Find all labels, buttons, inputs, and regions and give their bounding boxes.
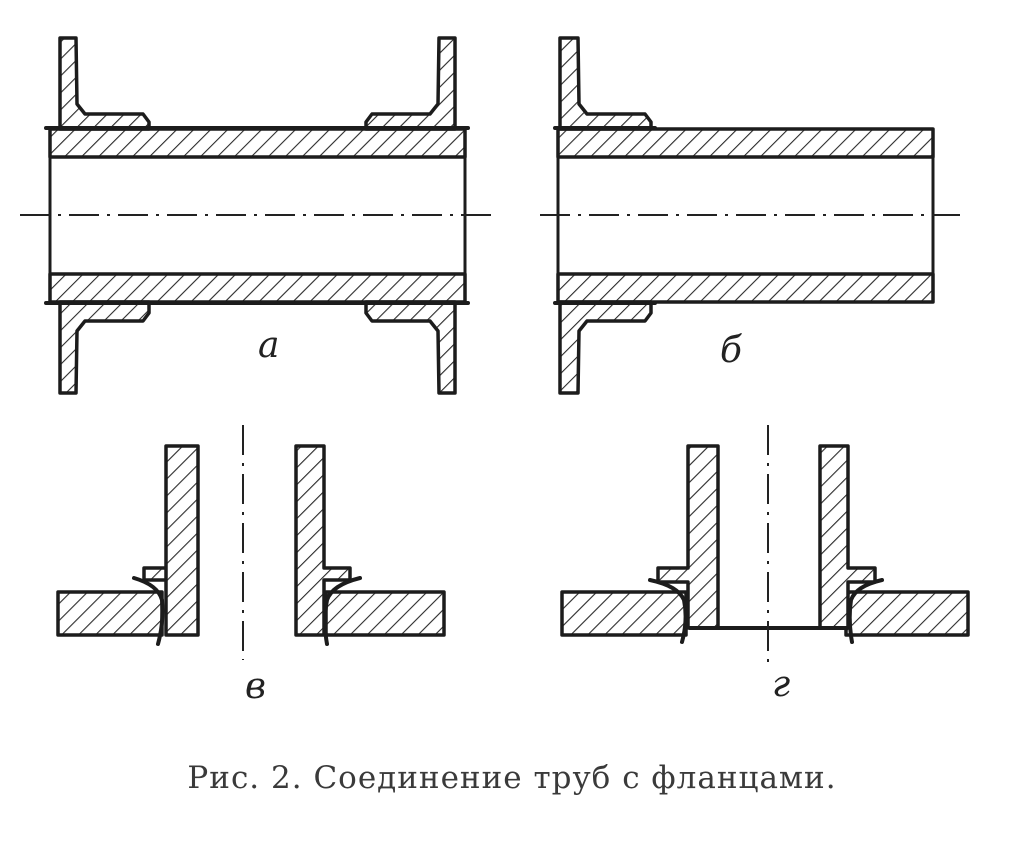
view-g-weld-right: [847, 578, 884, 644]
view-v-plate-left: [56, 590, 164, 637]
view-a-flange-left-top: [58, 36, 151, 131]
view-g-pipe-wall-left: [656, 444, 720, 630]
view-b: б: [540, 36, 960, 395]
view-g-weld-left: [648, 578, 688, 644]
view-a-flange-left-bottom: [58, 300, 151, 395]
view-a-label: а: [258, 325, 279, 366]
view-a-pipe-wall-bottom: [48, 272, 467, 304]
view-v-pipe-wall-left: [142, 444, 200, 637]
view-g-plate-left: [560, 590, 688, 637]
view-a-flange-right-top: [364, 36, 457, 131]
view-v-weld-right: [323, 576, 362, 646]
view-b-flange-top: [558, 36, 653, 131]
view-g-label: г: [772, 664, 790, 705]
view-b-flange-bottom: [558, 300, 653, 395]
view-g: г: [560, 425, 970, 705]
view-v-weld-left: [132, 576, 165, 646]
view-a-pipe-wall-top: [48, 127, 467, 159]
view-b-label: б: [720, 330, 743, 371]
view-v-plate-right: [324, 590, 446, 637]
figure-caption: Рис. 2. Соединение труб с фланцами.: [187, 760, 837, 796]
view-a: а: [20, 36, 495, 395]
view-b-pipe-wall-top: [556, 127, 935, 159]
view-b-pipe-wall-bottom: [556, 272, 935, 304]
view-v: в: [56, 425, 446, 707]
view-v-label: в: [245, 666, 266, 707]
view-a-flange-right-bottom: [364, 300, 457, 395]
view-g-plate-right: [844, 590, 970, 637]
